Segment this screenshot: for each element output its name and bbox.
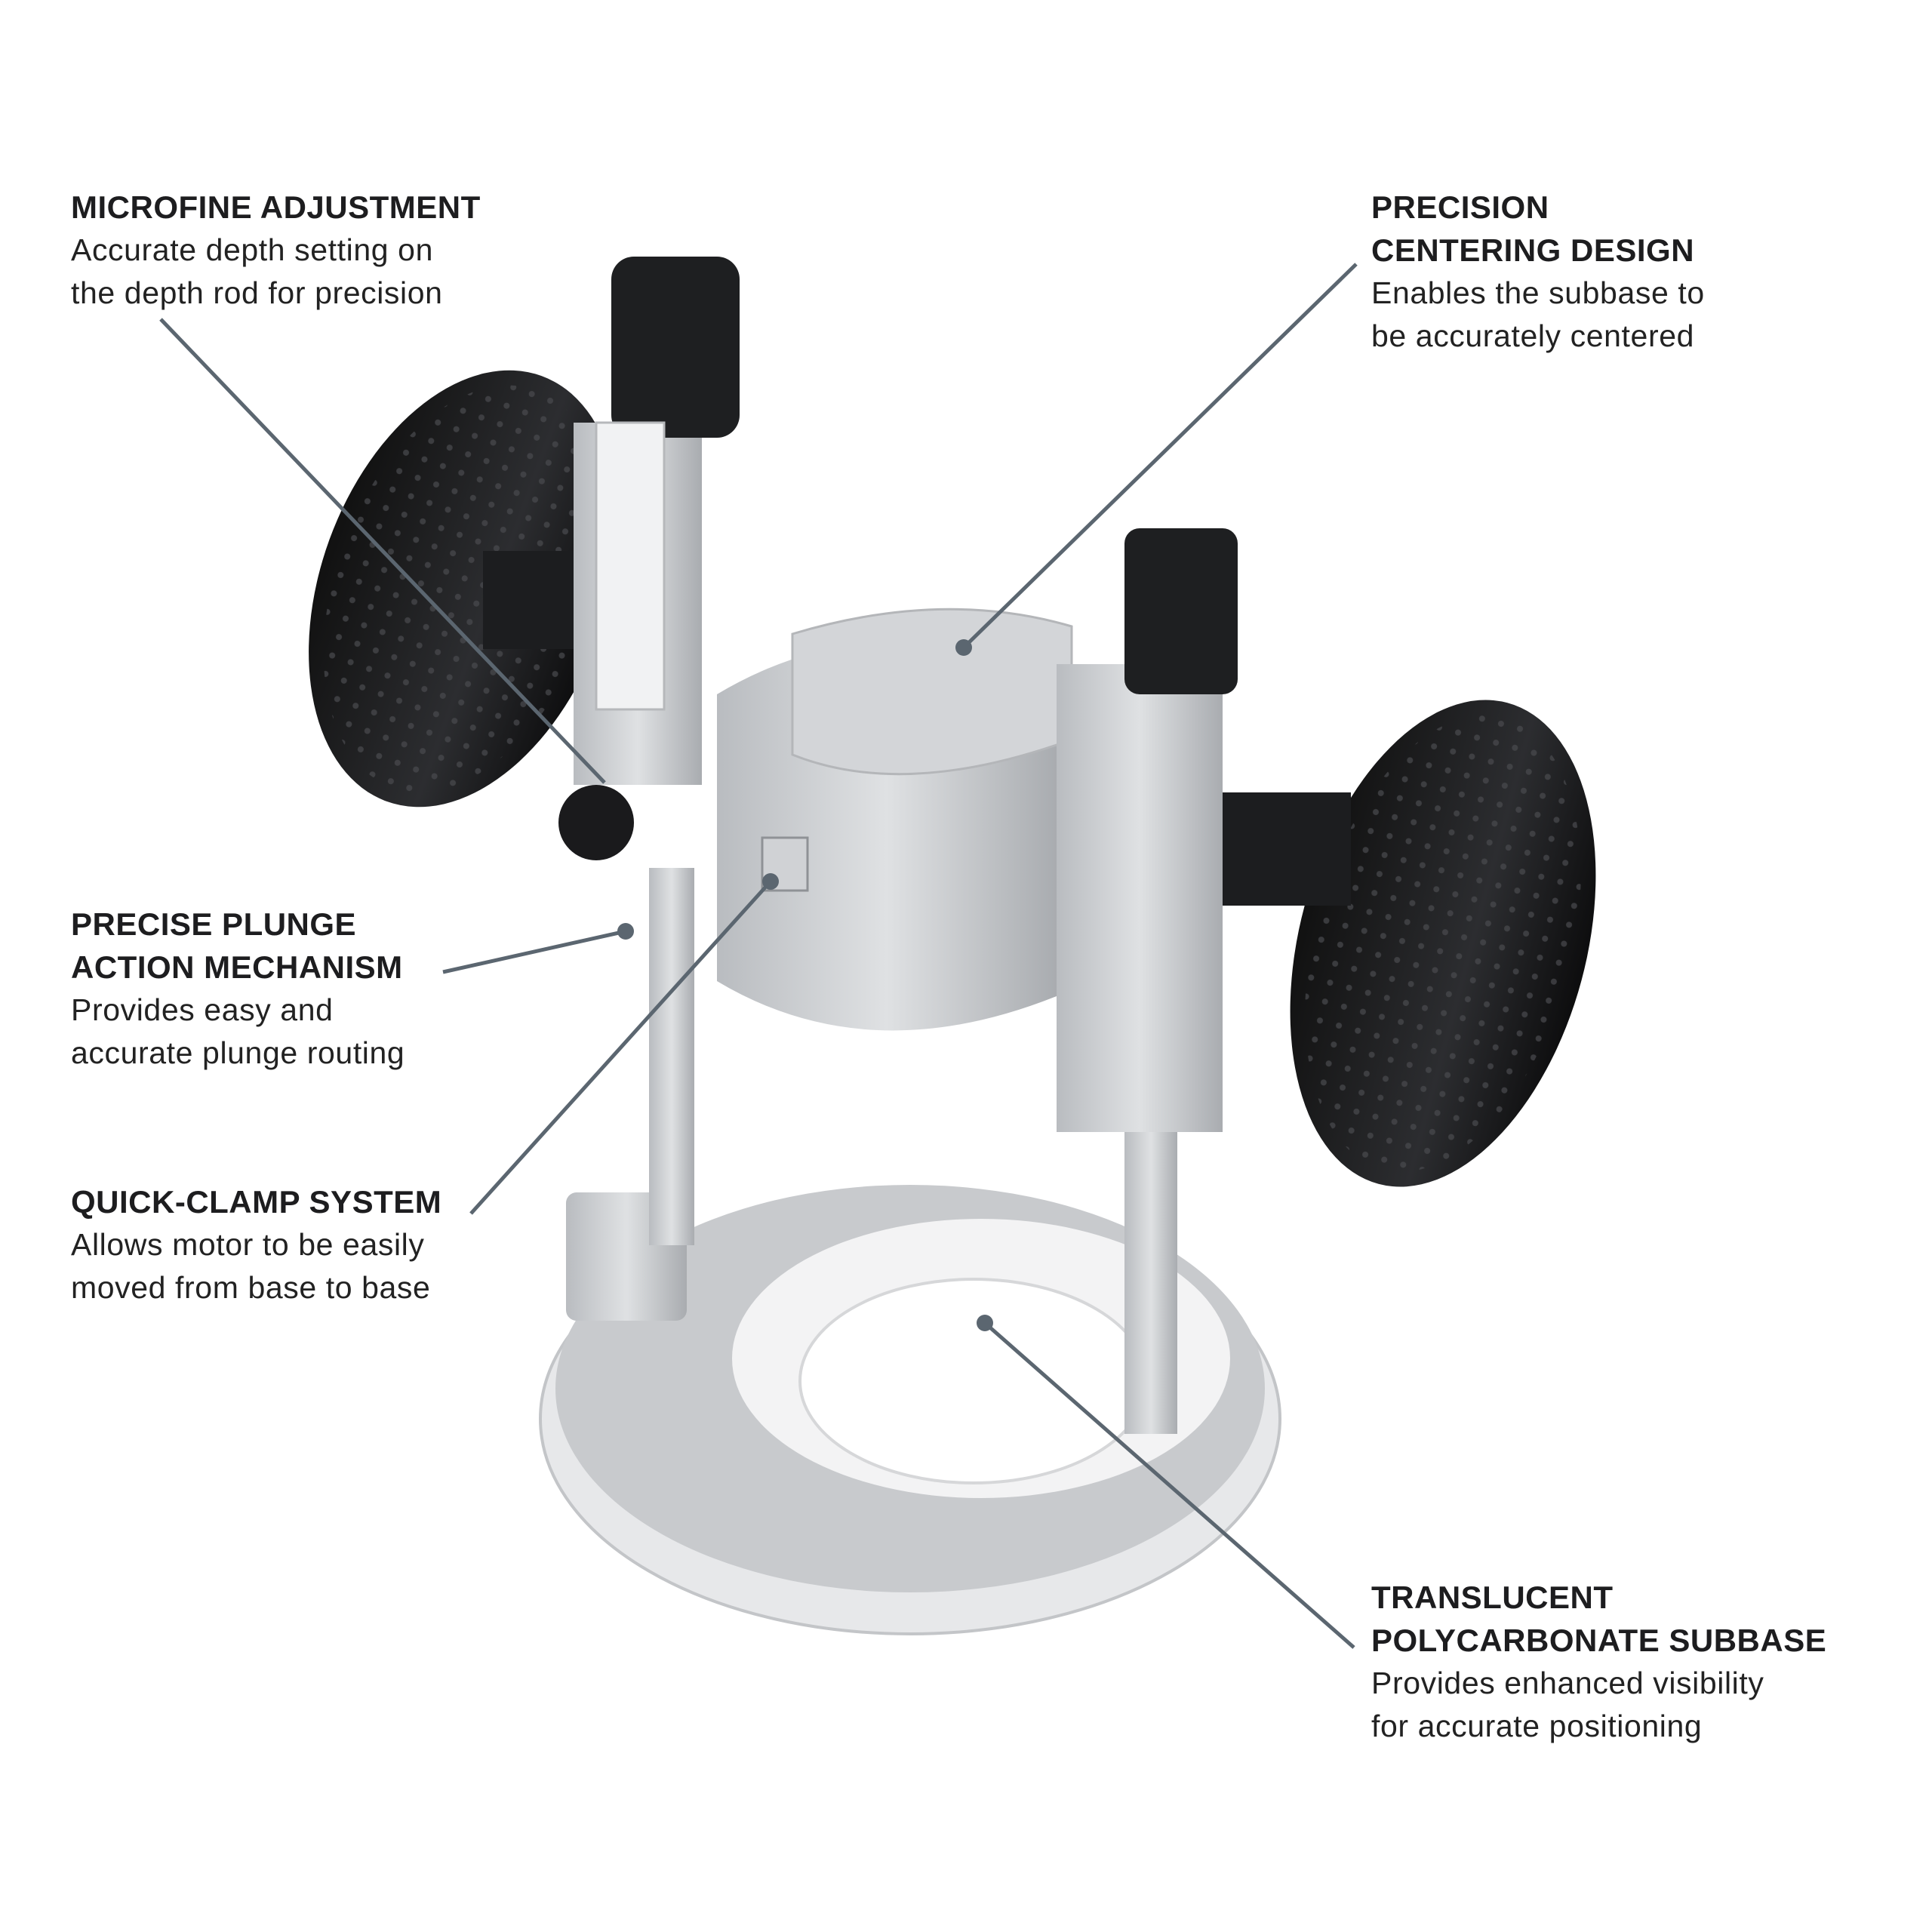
leader-subbase [983,1321,1355,1649]
leader-dot-subbase [977,1315,993,1331]
leader-centering [962,263,1358,649]
callout-desc: Enables the subbase to [1371,275,1705,310]
callout-title: TRANSLUCENT [1371,1580,1614,1615]
leader-plunge [442,929,626,974]
right-knob [1124,528,1238,694]
callout-desc: Provides easy and [71,992,334,1027]
callout-title: MICROFINE ADJUSTMENT [71,189,481,225]
callout-desc: the depth rod for precision [71,275,443,310]
callout-title: PRECISE PLUNGE [71,906,357,942]
callout-quick-clamp: QUICK-CLAMP SYSTEM Allows motor to be ea… [71,1180,441,1309]
microfine-knob [558,785,634,860]
leader-quick-clamp [469,880,772,1215]
leader-dot-centering [955,639,972,656]
callout-desc: be accurately centered [1371,318,1695,353]
callout-title: PRECISION [1371,189,1549,225]
leader-dot-plunge [617,923,634,940]
callout-desc: moved from base to base [71,1270,431,1305]
callout-precision-centering: PRECISION CENTERING DESIGN Enables the s… [1371,186,1705,358]
callout-desc: Provides enhanced visibility [1371,1666,1764,1700]
callout-desc: for accurate positioning [1371,1709,1703,1743]
callout-desc: Accurate depth setting on [71,232,433,267]
leader-dot-quick-clamp [762,873,779,890]
callout-title: POLYCARBONATE SUBBASE [1371,1623,1827,1658]
callout-title: CENTERING DESIGN [1371,232,1695,268]
callout-desc: accurate plunge routing [71,1035,405,1070]
callout-desc: Allows motor to be easily [71,1227,425,1262]
motor-clamp-body [558,257,1238,1132]
callout-title: QUICK-CLAMP SYSTEM [71,1184,442,1220]
right-handle [1215,700,1596,1187]
callout-translucent-subbase: TRANSLUCENT POLYCARBONATE SUBBASE Provid… [1371,1576,1826,1748]
left-post [649,868,694,1245]
depth-knob [611,257,740,438]
callout-microfine-adjustment: MICROFINE ADJUSTMENT Accurate depth sett… [71,186,481,315]
depth-scale [595,421,666,711]
quick-clamp-lever [761,836,809,892]
callout-precise-plunge: PRECISE PLUNGE ACTION MECHANISM Provides… [71,903,405,1075]
callout-title: ACTION MECHANISM [71,949,403,985]
leader-lines [159,263,1358,1649]
right-post [1124,1094,1177,1434]
leader-microfine [159,318,606,784]
